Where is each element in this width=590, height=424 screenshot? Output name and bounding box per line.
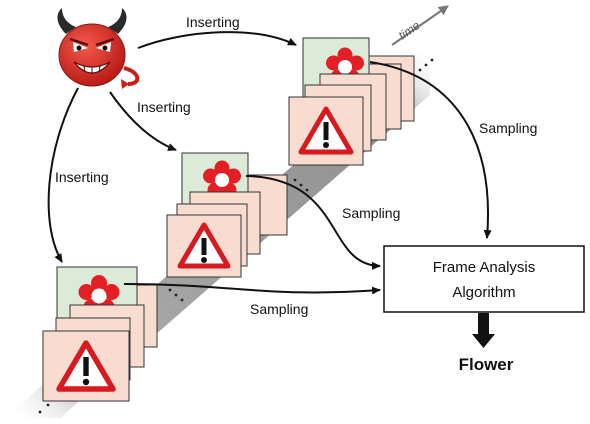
sampling-label-bottom: Sampling — [250, 301, 308, 317]
frame-stack-mid — [166, 152, 288, 278]
frame-analysis-box: Frame Analysis Algorithm — [383, 245, 585, 313]
warning-icon — [298, 106, 354, 155]
warning-frame-top — [288, 96, 364, 166]
inserting-label-top: Inserting — [186, 14, 240, 30]
frame-stack-top — [288, 37, 415, 166]
ribbon-dots-mid-lower — [168, 288, 184, 302]
time-arrow-icon — [391, 5, 449, 46]
down-arrow-icon — [472, 313, 495, 348]
inserting-label-mid: Inserting — [137, 99, 191, 115]
inserting-arrow-left — [47, 87, 79, 263]
ribbon-dots-mid-upper — [293, 178, 309, 192]
flower-icon — [326, 47, 364, 85]
warning-icon — [56, 340, 116, 392]
frame-analysis-line2: Algorithm — [452, 284, 515, 301]
warning-frame-bottom — [42, 330, 130, 402]
output-label: Flower — [459, 355, 514, 374]
ribbon-dots-top — [418, 58, 434, 72]
inserting-label-left: Inserting — [55, 169, 109, 185]
warning-icon — [177, 222, 231, 269]
inserting-arrow-top — [137, 31, 297, 49]
frame-stack-bottom — [42, 266, 158, 402]
sampling-arrow-bottom — [123, 283, 381, 295]
inserting-arrow-mid — [109, 91, 177, 151]
sampling-arrow-mid — [245, 175, 381, 270]
flower-icon — [203, 160, 241, 198]
devil-icon — [57, 8, 140, 89]
frame-analysis-line1: Frame Analysis — [433, 259, 536, 276]
sampling-arrow-top — [369, 61, 492, 239]
warning-frame-mid — [166, 214, 242, 278]
sampling-label-mid: Sampling — [342, 205, 400, 221]
sampling-label-top: Sampling — [479, 120, 537, 136]
